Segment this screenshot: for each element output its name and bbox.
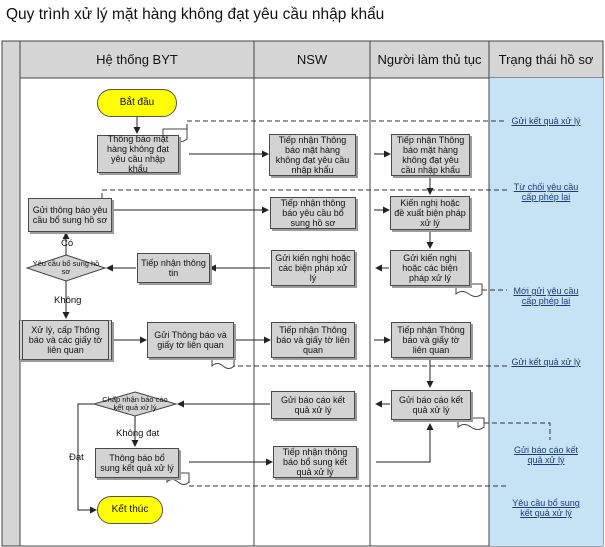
start-terminal: Bắt đầu [97, 89, 177, 117]
decision-need-supplement: Yêu cầu bổ sung hồ sơ [32, 259, 100, 276]
nlt-propose-measures: Kiến nghị hoặc đề xuất biện pháp xử lý [390, 196, 470, 230]
lane-header-byt: Hệ thống BYT [96, 52, 178, 67]
label-passed: Đạt [69, 452, 84, 463]
nlt-send-report: Gửi báo cáo kết quả xử lý [391, 390, 471, 420]
label-no: Không [54, 295, 82, 306]
nsw-receive-supplement-result: Tiếp nhận thông báo bổ sung kết quả xử l… [273, 446, 357, 478]
decision-accept-report: Chấp nhận báo cáo kết quả xử lý [102, 395, 168, 412]
nlt-send-proposal: Gửi kiến nghị hoặc các biện pháp xử lý [390, 250, 470, 286]
byt-receive-info: Tiếp nhận thông tin [137, 253, 210, 283]
lane-header-nlt: Người làm thủ tục [377, 52, 482, 67]
nsw-receive-supplement-request: Tiếp nhận thông báo yêu cầu bổ sung hồ s… [270, 197, 356, 229]
lane-header-status: Trạng thái hồ sơ [498, 52, 594, 67]
byt-request-supplement: Gửi thông báo yêu cầu bổ sung hồ sơ [28, 198, 112, 232]
byt-process-issue: Xử lý, cấp Thông báo và các giấy tờ liên… [19, 320, 112, 360]
status-send-result-2: Gửi kết quả xử lý [507, 348, 585, 376]
byt-notify-fail: Thông báo mặt hàng không đạt yêu cầu nhậ… [97, 134, 179, 174]
label-not-passed: Không đạt [116, 428, 160, 439]
status-send-result-1: Gửi kết quả xử lý [507, 112, 585, 130]
byt-send-notice: Gửi Thông báo và giấy tờ liên quan [147, 322, 234, 358]
nsw-send-proposal: Gửi kiến nghị hoặc các biện pháp xử lý [271, 250, 355, 286]
status-send-report: Gửi báo cáo kết quả xử lý [507, 441, 585, 469]
status-request-supplement-result: Yêu cầu bổ sung kết quả xử lý [507, 494, 585, 522]
label-yes: Có [61, 238, 74, 249]
end-terminal: Kết thúc [97, 496, 163, 524]
status-new-relicense-request: Mới gửi yêu cầu cấp phép lại [507, 282, 585, 310]
nlt-receive-notice: Tiếp nhận Thông báo mặt hàng không đạt y… [391, 134, 470, 176]
nlt-receive-documents: Tiếp nhận Thông báo và giấy tờ liên quan [391, 322, 471, 358]
nsw-receive-notice: Tiếp nhận Thông báo mặt hàng không đạt y… [269, 134, 356, 176]
byt-notify-supplement-result: Thông báo bổ sung kết quả xử lý [95, 448, 179, 478]
diagram-title: Quy trình xử lý mặt hàng không đạt yêu c… [6, 6, 385, 23]
nsw-send-report: Gửi báo cáo kết quả xử lý [271, 391, 355, 419]
lane-header-nsw: NSW [296, 52, 328, 67]
nsw-receive-documents: Tiếp nhận Thông báo và giấy tờ liên quan [271, 322, 355, 358]
status-reject-relicense: Từ chối yêu cầu cấp phép lại [507, 178, 585, 206]
